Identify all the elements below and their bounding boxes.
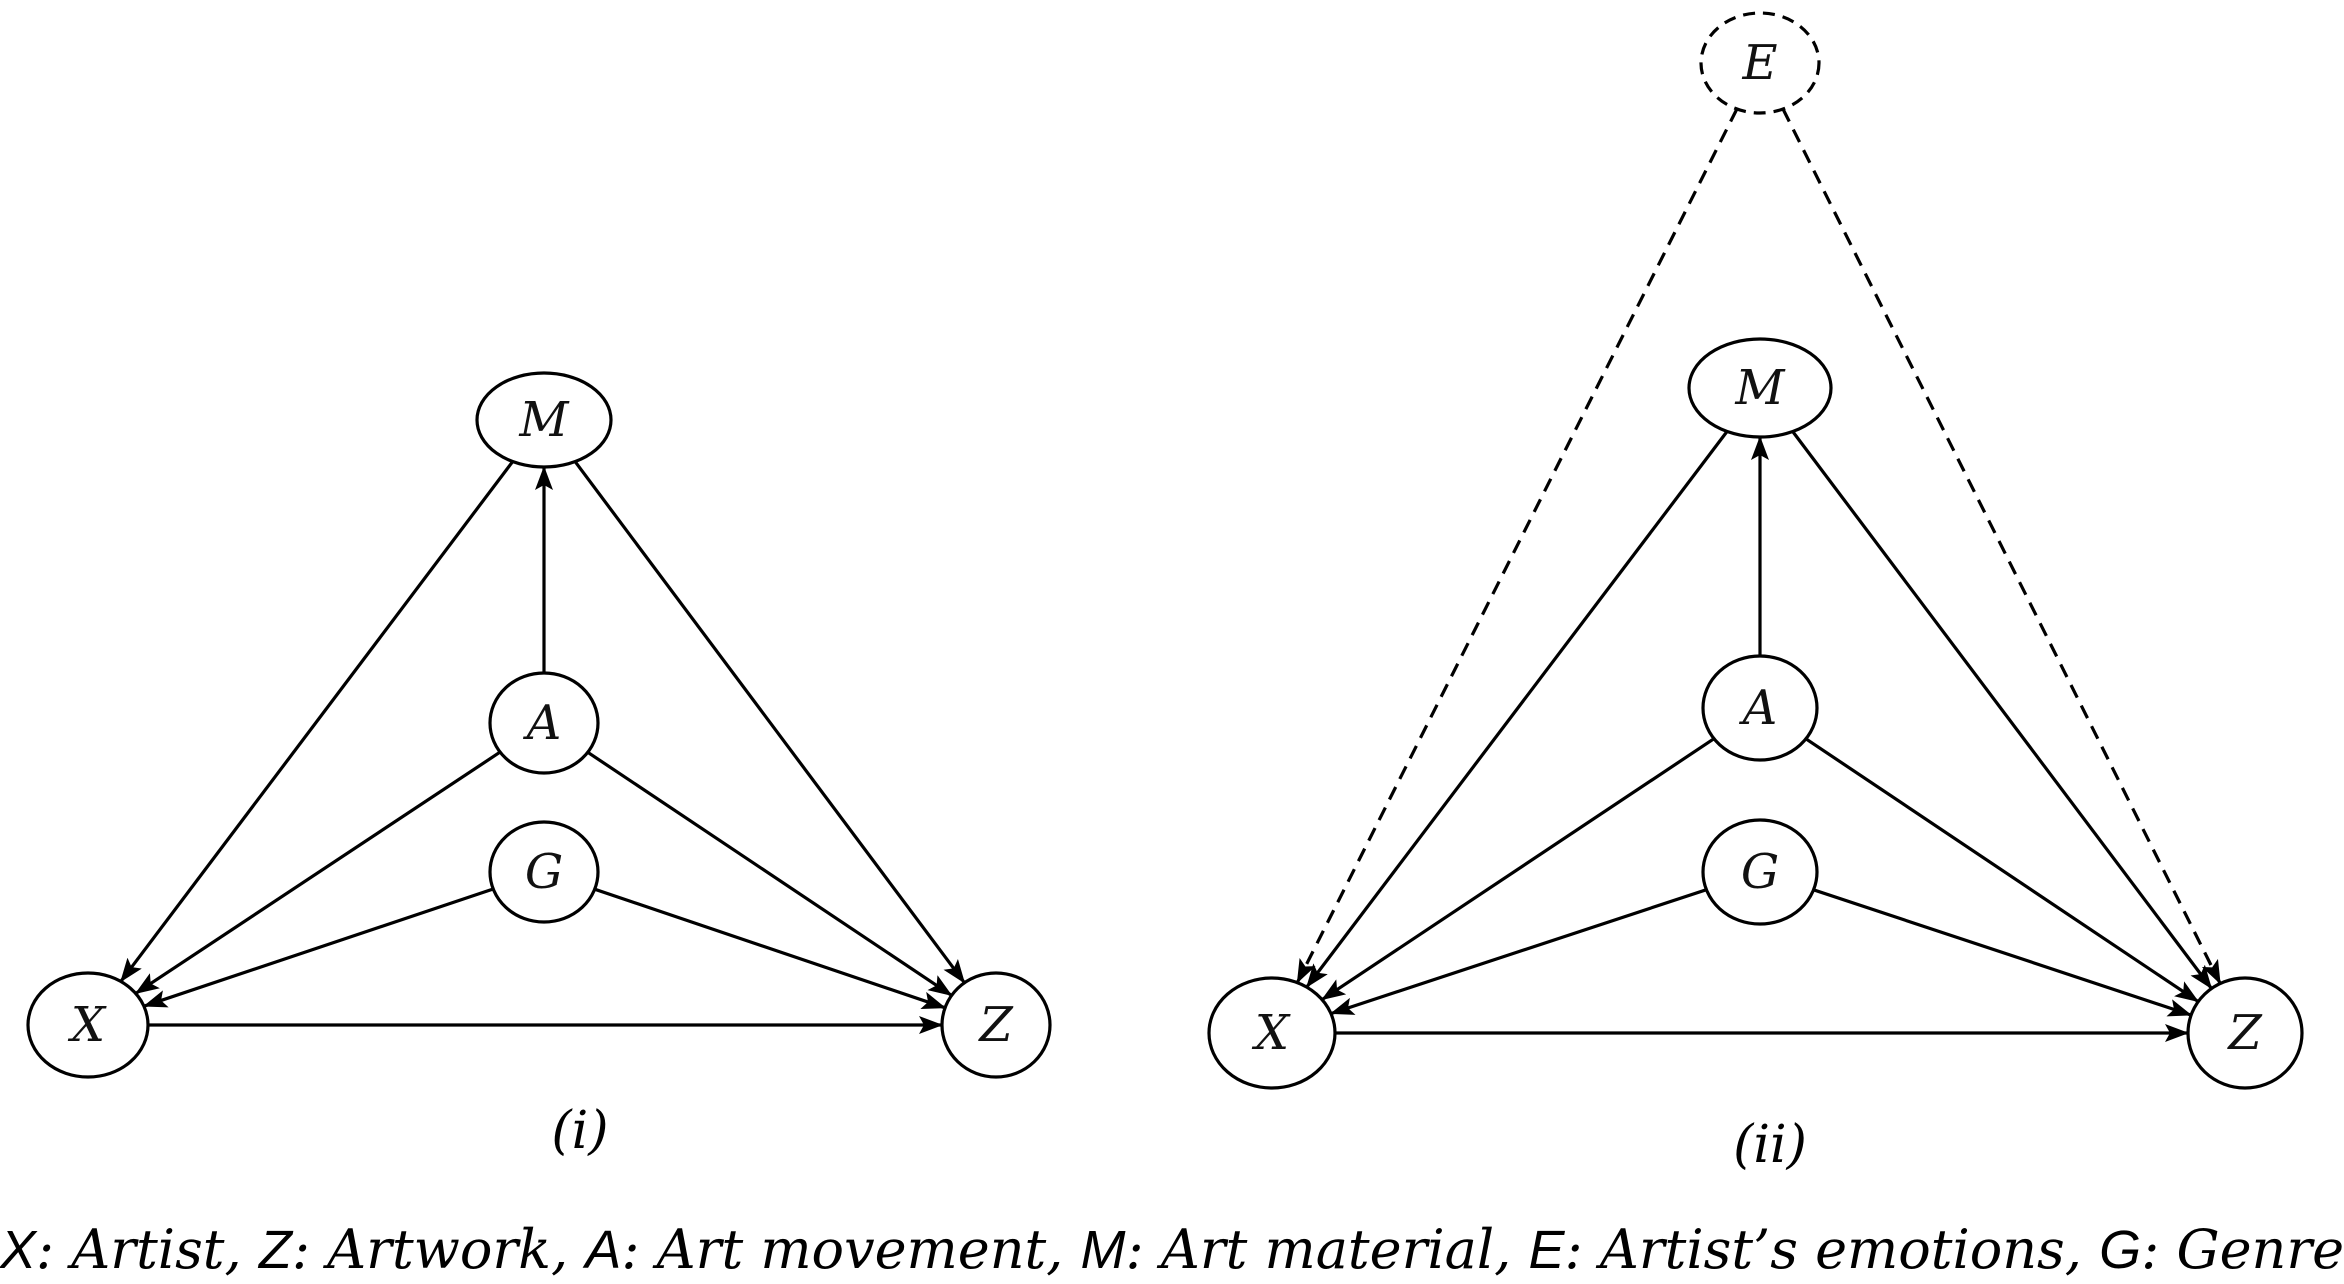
node-circle-m bbox=[1687, 337, 1833, 439]
edge-e-to-z bbox=[1781, 108, 2222, 985]
legend-key-a: A bbox=[582, 1220, 621, 1280]
node-label-z: Z bbox=[2226, 1005, 2263, 1061]
node-g: G bbox=[488, 820, 600, 924]
node-label-a: A bbox=[523, 695, 562, 751]
legend-desc-a: Art movement, bbox=[652, 1218, 1081, 1281]
node-label-m: M bbox=[518, 392, 570, 448]
panel-ii: E M A G X Z (ii) bbox=[1207, 11, 2304, 1175]
nodes-panel-ii: E M A G X Z bbox=[1207, 11, 2304, 1090]
legend-key-g: G bbox=[2099, 1220, 2141, 1280]
edge-m-to-z bbox=[1791, 430, 2213, 990]
node-label-m: M bbox=[1734, 360, 1786, 416]
legend-sep-z: : bbox=[292, 1218, 327, 1281]
legend-key-m: M bbox=[1081, 1220, 1126, 1280]
node-circle-x bbox=[1207, 976, 1337, 1090]
legend-desc-x: Artist, bbox=[66, 1218, 259, 1281]
legend-desc-g: Genre bbox=[2176, 1218, 2344, 1281]
edge-a-to-z bbox=[1805, 737, 2200, 1003]
legend-desc-z: Artwork, bbox=[322, 1218, 585, 1281]
legend-key-z: Z bbox=[257, 1220, 294, 1280]
node-circle-x bbox=[26, 971, 150, 1079]
edge-a-to-x bbox=[1321, 737, 1715, 1001]
panel-i: M A G X Z (i) bbox=[26, 371, 1052, 1161]
edge-g-to-x bbox=[1329, 888, 1707, 1016]
edge-g-to-x bbox=[143, 887, 494, 1008]
node-circle-m bbox=[475, 371, 613, 469]
node-label-g: G bbox=[1741, 844, 1779, 900]
node-circle-a bbox=[1701, 654, 1819, 762]
node-label-a: A bbox=[1739, 680, 1778, 736]
legend-desc-m: Art material, bbox=[1156, 1218, 1529, 1281]
nodes-panel-i: M A G X Z bbox=[26, 371, 1052, 1079]
node-label-x: X bbox=[1251, 1005, 1291, 1061]
node-z: Z bbox=[2186, 976, 2304, 1090]
node-circle-z bbox=[940, 971, 1052, 1079]
node-label-g: G bbox=[525, 844, 563, 900]
edges-panel-ii bbox=[1295, 108, 2222, 1042]
node-circle-a bbox=[488, 671, 600, 775]
edge-g-to-z bbox=[1813, 888, 2193, 1017]
legend-sep-a: : bbox=[621, 1218, 656, 1281]
edge-e-to-x bbox=[1295, 108, 1739, 984]
legend-key-e: E bbox=[1528, 1220, 1565, 1280]
node-circle-z bbox=[2186, 976, 2304, 1090]
legend-sep-x: : bbox=[36, 1218, 71, 1281]
legend: X: Artist, Z: Artwork, A: Art movement, … bbox=[0, 1218, 2344, 1281]
node-x: X bbox=[1207, 976, 1337, 1090]
legend-desc-e: Artist’s emotions, bbox=[1595, 1218, 2099, 1281]
node-x: X bbox=[26, 971, 150, 1079]
node-label-z: Z bbox=[977, 997, 1014, 1053]
node-circle-e bbox=[1699, 11, 1821, 115]
edge-a-to-z bbox=[586, 750, 953, 997]
edge-m-to-x bbox=[1305, 430, 1729, 989]
node-a: A bbox=[488, 671, 600, 775]
node-e: E bbox=[1699, 11, 1821, 115]
edge-a-to-x bbox=[134, 750, 501, 995]
edge-m-to-z bbox=[573, 460, 966, 984]
node-circle-g bbox=[1701, 818, 1819, 926]
node-label-e: E bbox=[1741, 35, 1777, 91]
node-a: A bbox=[1701, 654, 1819, 762]
node-z: Z bbox=[940, 971, 1052, 1079]
node-circle-g bbox=[488, 820, 600, 924]
node-label-x: X bbox=[67, 997, 107, 1053]
node-g: G bbox=[1701, 818, 1819, 926]
node-m: M bbox=[1687, 337, 1833, 439]
panel-label-ii: (ii) bbox=[1733, 1115, 1807, 1175]
edge-m-to-x bbox=[119, 460, 514, 983]
node-m: M bbox=[475, 371, 613, 469]
edge-g-to-z bbox=[594, 887, 947, 1010]
edges-panel-i bbox=[119, 460, 966, 1034]
legend-key-x: X bbox=[0, 1220, 38, 1280]
legend-sep-m: : bbox=[1125, 1218, 1160, 1281]
legend-sep-g: : bbox=[2141, 1218, 2176, 1281]
legend-sep-e: : bbox=[1565, 1218, 1600, 1281]
panel-label-i: (i) bbox=[551, 1101, 608, 1161]
